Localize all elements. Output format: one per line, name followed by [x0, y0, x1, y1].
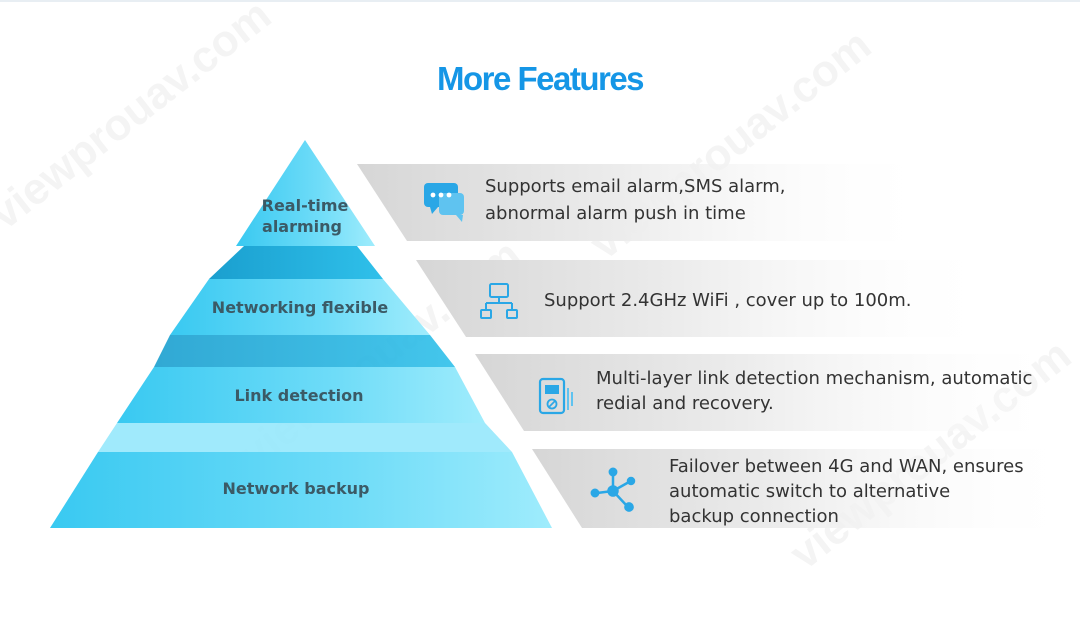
- pyramid-connector: [98, 423, 512, 452]
- pyramid-tier-2: [170, 279, 430, 335]
- top-border: [0, 0, 1080, 2]
- pyramid-connector: [154, 335, 455, 367]
- feature-line: automatic switch to alternative: [669, 480, 951, 502]
- feature-text-4: Failover between 4G and WAN, ensures aut…: [669, 455, 1024, 529]
- hub-nodes-icon: [590, 467, 636, 512]
- feature-line: Supports email alarm,SMS alarm,: [485, 176, 786, 197]
- feature-band-3: [475, 354, 1070, 431]
- pyramid-tier-4: [50, 452, 552, 528]
- network-topology-icon: [480, 283, 518, 319]
- tier-label: Network backup: [223, 479, 370, 498]
- feature-text-1: Supports email alarm,SMS alarm, abnormal…: [485, 173, 786, 227]
- tier-label: alarming: [262, 217, 342, 236]
- pyramid-connector: [209, 246, 383, 279]
- pyramid-tier-1: [236, 140, 375, 246]
- tier-label: Real-time: [262, 196, 349, 215]
- feature-line: backup connection: [669, 505, 839, 527]
- feature-line: Multi-layer link detection mechanism, au…: [596, 368, 1033, 389]
- pyramid-tier-3: [117, 367, 485, 423]
- feature-text-3: Multi-layer link detection mechanism, au…: [596, 367, 1032, 417]
- feature-line: Failover between 4G and WAN, ensures: [669, 456, 1024, 477]
- feature-band-4: [532, 449, 1080, 528]
- tier-label: Networking flexible: [212, 298, 389, 317]
- page-title: More Features: [436, 60, 645, 97]
- link-detector-device-icon: [538, 377, 573, 415]
- feature-line: abnormal alarm push in time: [485, 203, 746, 224]
- feature-line: redial and recovery.: [596, 392, 774, 414]
- feature-line: Support 2.4GHz WiFi , cover up to 100m.: [544, 290, 912, 311]
- chat-bubbles-icon: [424, 183, 464, 222]
- feature-text-2: Support 2.4GHz WiFi , cover up to 100m.: [544, 287, 912, 314]
- feature-band-1: [357, 164, 940, 241]
- tier-label: Link detection: [234, 386, 363, 405]
- feature-band-2: [416, 260, 1000, 337]
